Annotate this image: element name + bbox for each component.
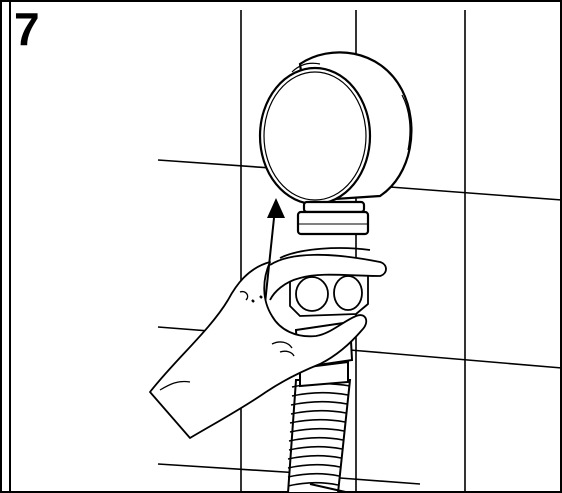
- hand-icon: [149, 247, 387, 439]
- step-number: 7: [14, 3, 40, 55]
- wall-outlet-icon: [258, 51, 413, 236]
